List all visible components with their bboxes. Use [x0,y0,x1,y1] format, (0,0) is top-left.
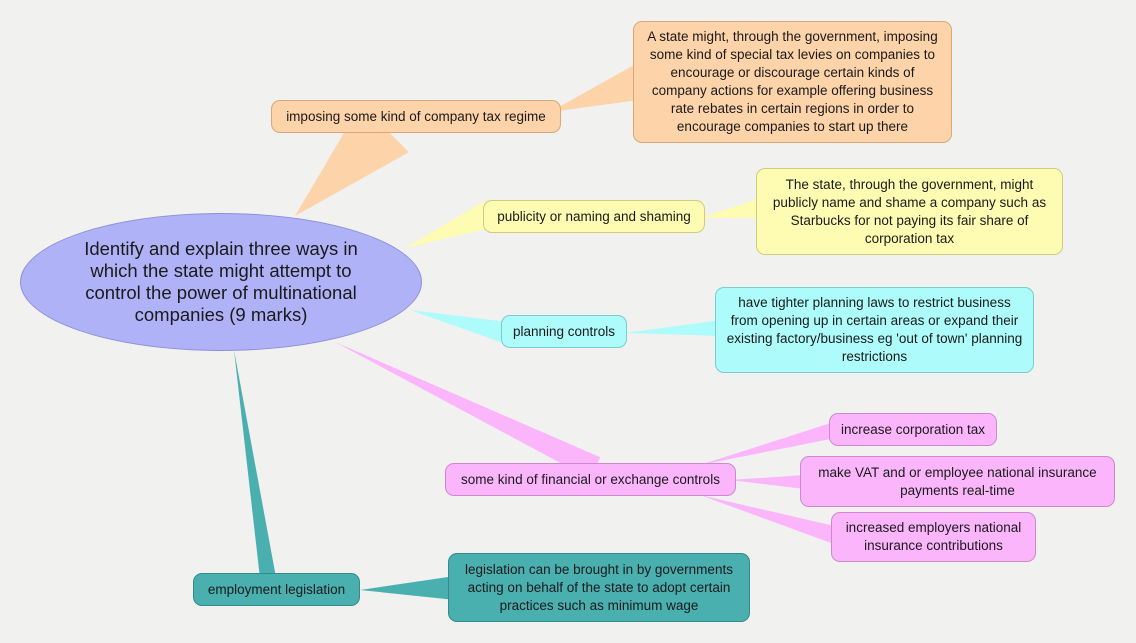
node-publicity[interactable]: publicity or naming and shaming [483,200,705,233]
node-vat-realtime[interactable]: make VAT and or employee national insura… [800,456,1115,507]
branch-employer-ni [700,495,841,545]
branch-vat [730,475,806,489]
node-tax-regime[interactable]: imposing some kind of company tax regime [271,100,561,133]
branch-publicity-detail [700,198,764,218]
node-employment-detail[interactable]: legislation can be brought in by governm… [448,553,750,622]
branch-tax-detail [550,64,646,112]
branch-planning [410,310,511,344]
branch-corp-tax [700,422,838,465]
node-corporation-tax[interactable]: increase corporation tax [829,413,997,446]
branch-financial [335,342,601,479]
node-planning[interactable]: planning controls [501,315,627,348]
node-financial-controls[interactable]: some kind of financial or exchange contr… [445,463,736,496]
branch-employment [234,350,276,580]
node-employer-ni[interactable]: increased employers national insurance c… [831,512,1036,562]
node-tax-regime-detail[interactable]: A state might, through the government, i… [633,21,952,143]
central-topic[interactable]: Identify and explain three ways in which… [20,213,422,351]
node-publicity-detail[interactable]: The state, through the government, might… [756,168,1063,255]
node-employment-legislation[interactable]: employment legislation [193,573,360,606]
node-planning-detail[interactable]: have tighter planning laws to restrict b… [715,287,1034,373]
branch-planning-detail [625,320,723,336]
branch-publicity [405,201,496,248]
branch-employment-detail [360,576,456,600]
